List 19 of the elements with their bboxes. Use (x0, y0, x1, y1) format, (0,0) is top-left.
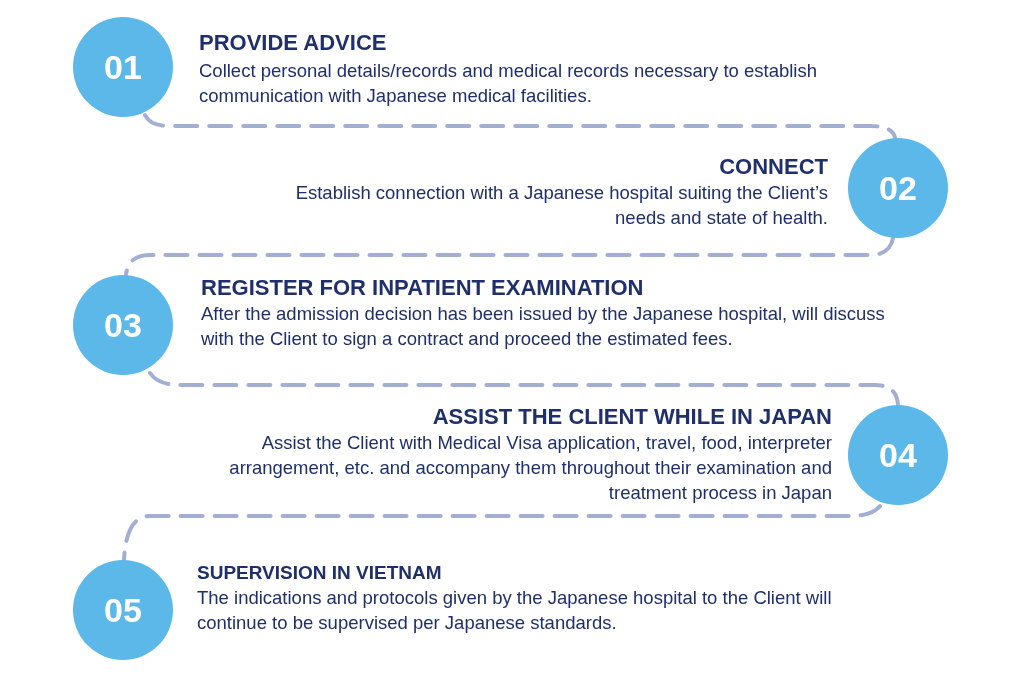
step-heading: SUPERVISION IN VIETNAM (197, 562, 442, 584)
dashed-connector (122, 504, 882, 562)
step-heading: CONNECT (719, 154, 828, 180)
step-number: 01 (104, 47, 142, 87)
step-number: 05 (104, 590, 142, 630)
step-number: 02 (879, 168, 917, 208)
dashed-connector (124, 236, 895, 277)
step-description: Assist the Client with Medical Visa application, travel, food, interpreter arrangement, etc. and accompany them throughout their examination and treatment process in Japan (228, 431, 832, 505)
dashed-connector (148, 371, 900, 407)
step-heading: ASSIST THE CLIENT WHILE IN JAPAN (432, 404, 832, 430)
step-number: 04 (879, 435, 917, 475)
step-description: After the admission decision has been issued by the Japanese hospital, will discuss with the Client to sign a contract and proceed the estimated fees. (201, 302, 886, 351)
step-number: 03 (104, 305, 142, 345)
step-heading: PROVIDE ADVICE (199, 30, 387, 56)
step-heading: REGISTER FOR INPATIENT EXAMINATION (201, 275, 644, 301)
dashed-connector (143, 113, 897, 140)
step-description: Collect personal details/records and medical records necessary to establish communication with Japanese medical facilities. (199, 59, 818, 108)
step-description: The indications and protocols given by the Japanese hospital to the Client will continue to be supervised per Japanese standards. (197, 586, 833, 635)
step-description: Establish connection with a Japanese hospital suiting the Client’s needs and state of health. (294, 181, 828, 230)
